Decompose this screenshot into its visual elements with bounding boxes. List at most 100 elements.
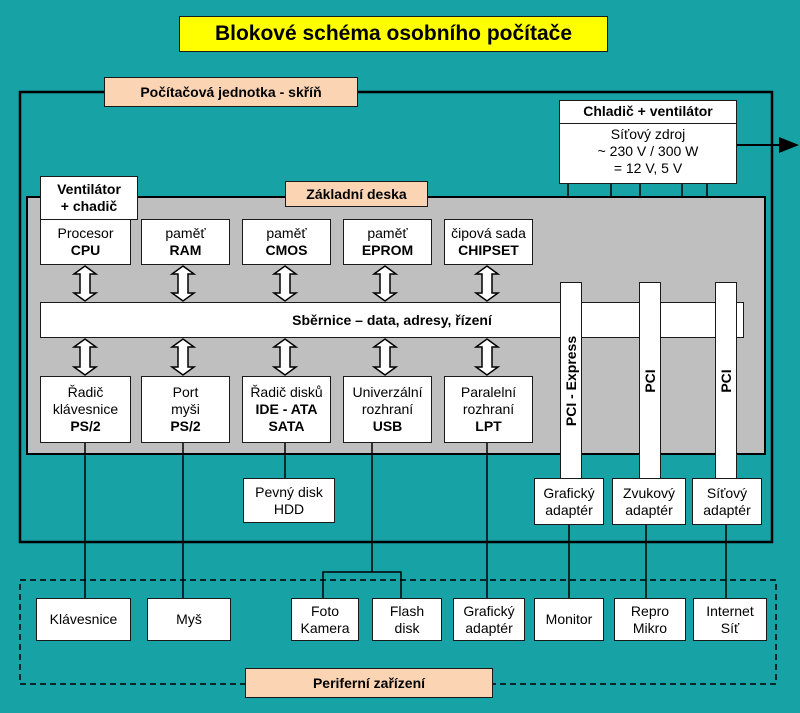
peripheral-internet-line-1: Internet	[706, 602, 754, 619]
peripheral-monitor-label: Monitor	[545, 611, 593, 627]
peripheral-flash-line-2: disk	[394, 619, 420, 636]
component-usb: Univerzální rozhraní USB	[343, 376, 432, 443]
adapter-sound-line-2: adaptér	[625, 501, 673, 518]
cpu-fan-line-2: + chadič	[60, 198, 118, 214]
adapter-graphics: Grafický adaptér	[534, 478, 604, 525]
slot-pci-2-label: PCI	[718, 368, 734, 393]
peripheral-flash-disk: Flash disk	[372, 598, 442, 641]
lpt-line-1: Paralelní	[460, 384, 517, 400]
component-ram-line-2: RAM	[169, 242, 202, 258]
psu-line-1: Síťový zdroj	[610, 126, 686, 142]
usb-line-1: Univerzální	[352, 384, 423, 400]
lpt-line-3: LPT	[475, 418, 502, 434]
bus-arrow-bottom-4	[371, 338, 399, 376]
hdd-line-1: Pevný disk	[255, 483, 323, 500]
component-cmos-line-2: CMOS	[265, 242, 308, 258]
peripheral-internet: Internet Síť	[693, 598, 767, 641]
component-ram: paměť RAM	[141, 219, 230, 265]
component-eprom: paměť EPROM	[343, 219, 432, 265]
kbd-ctrl-line-3: PS/2	[70, 418, 101, 434]
bus-arrow-top-3	[271, 265, 299, 302]
slot-pci-1: PCI	[639, 282, 661, 479]
case-label: Počítačová jednotka - skříň	[104, 77, 358, 107]
lpt-line-2: rozhraní	[462, 401, 515, 417]
peripheral-graphics-line-2: adaptér	[465, 619, 513, 636]
motherboard-label: Základní deska	[285, 181, 428, 207]
cpu-fan-box: Ventilátor + chadič	[40, 176, 138, 220]
usb-line-3: USB	[372, 418, 403, 434]
cpu-fan-line-1: Ventilátor	[57, 181, 121, 197]
system-bus: Sběrnice – data, adresy, řízení	[40, 302, 744, 338]
adapter-graphics-line-1: Grafický	[543, 484, 595, 501]
component-ram-line-1: paměť	[165, 225, 206, 241]
adapter-network-line-2: adaptér	[703, 501, 751, 518]
slot-pci-express: PCI - Express	[560, 282, 582, 479]
slot-pci-1-label: PCI	[642, 368, 658, 393]
component-chipset: čipová sada CHIPSET	[444, 219, 533, 265]
bus-arrow-bottom-1	[71, 338, 99, 376]
usb-line-2: rozhraní	[361, 401, 414, 417]
peripheral-repro-line-2: Mikro	[632, 619, 668, 636]
component-cmos: paměť CMOS	[242, 219, 331, 265]
peripheral-keyboard-label: Klávesnice	[49, 611, 118, 627]
mouse-port-line-3: PS/2	[170, 418, 201, 434]
slot-pci-2: PCI	[715, 282, 737, 479]
mouse-port-line-1: Port	[172, 384, 199, 400]
peripheral-monitor: Monitor	[534, 598, 604, 641]
disk-ctrl-line-1: Řadič disků	[250, 384, 323, 400]
peripheral-keyboard: Klávesnice	[36, 598, 131, 641]
hdd-line-2: HDD	[273, 500, 305, 517]
bus-arrow-top-2	[169, 265, 197, 302]
kbd-ctrl-line-1: Řadič	[67, 384, 104, 400]
component-chipset-line-2: CHIPSET	[458, 242, 519, 258]
slot-pci-express-label: PCI - Express	[563, 335, 579, 426]
peripheral-graphics-line-1: Grafický	[463, 602, 515, 619]
component-eprom-line-2: EPROM	[361, 242, 414, 258]
peripheral-camera-line-1: Foto	[310, 602, 339, 619]
cooler-title: Chladič + ventilátor	[560, 101, 736, 124]
psu-line-3: = 12 V, 5 V	[613, 160, 683, 176]
bus-arrow-bottom-2	[169, 338, 197, 376]
component-lpt: Paralelní rozhraní LPT	[444, 376, 533, 443]
bus-arrows-bottom	[71, 338, 501, 376]
cooler-psu-box: Chladič + ventilátor Síťový zdroj ~ 230 …	[559, 100, 737, 184]
psu-line-2: ~ 230 V / 300 W	[597, 143, 699, 159]
adapter-graphics-line-2: adaptér	[545, 501, 593, 518]
peripheral-camera-line-2: Kamera	[300, 619, 350, 636]
kbd-ctrl-line-2: klávesnice	[52, 401, 119, 417]
adapter-network: Síťový adaptér	[692, 478, 762, 525]
diagram-title: Blokové schéma osobního počítače	[179, 16, 608, 52]
peripheral-flash-line-1: Flash	[389, 602, 425, 619]
bus-arrow-top-5	[473, 265, 501, 302]
peripheral-mouse-label: Myš	[176, 611, 202, 627]
component-mouse-port: Port myši PS/2	[141, 376, 230, 443]
disk-ctrl-line-3: SATA	[268, 418, 305, 434]
adapter-sound-line-1: Zvukový	[622, 484, 676, 501]
bus-arrow-top-4	[371, 265, 399, 302]
bus-arrow-bottom-5	[473, 338, 501, 376]
adapter-network-line-1: Síťový	[706, 484, 748, 501]
hard-disk: Pevný disk HDD	[243, 478, 335, 523]
adapter-sound: Zvukový adaptér	[612, 478, 686, 525]
peripheral-mouse: Myš	[147, 598, 231, 641]
case-outline	[18, 90, 774, 544]
disk-ctrl-line-2: IDE - ATA	[255, 401, 318, 417]
bus-arrow-bottom-3	[271, 338, 299, 376]
component-cpu: Procesor CPU	[40, 219, 131, 265]
component-disk-controller: Řadič disků IDE - ATA SATA	[242, 376, 331, 443]
mouse-port-line-2: myši	[171, 401, 200, 417]
peripheral-graphics-adapter: Grafický adaptér	[453, 598, 525, 641]
peripherals-label: Periferní zařízení	[245, 668, 493, 698]
component-chipset-line-1: čipová sada	[451, 225, 526, 241]
component-cpu-line-2: CPU	[70, 242, 101, 258]
peripheral-camera: Foto Kamera	[291, 598, 359, 641]
component-keyboard-controller: Řadič klávesnice PS/2	[40, 376, 131, 443]
bus-arrow-top-1	[71, 265, 99, 302]
peripheral-speakers-mic: Repro Mikro	[614, 598, 686, 641]
bus-arrows-top	[71, 265, 501, 302]
peripheral-internet-line-2: Síť	[720, 619, 740, 636]
component-cmos-line-1: paměť	[266, 225, 307, 241]
component-eprom-line-1: paměť	[367, 225, 408, 241]
peripheral-repro-line-1: Repro	[630, 602, 670, 619]
